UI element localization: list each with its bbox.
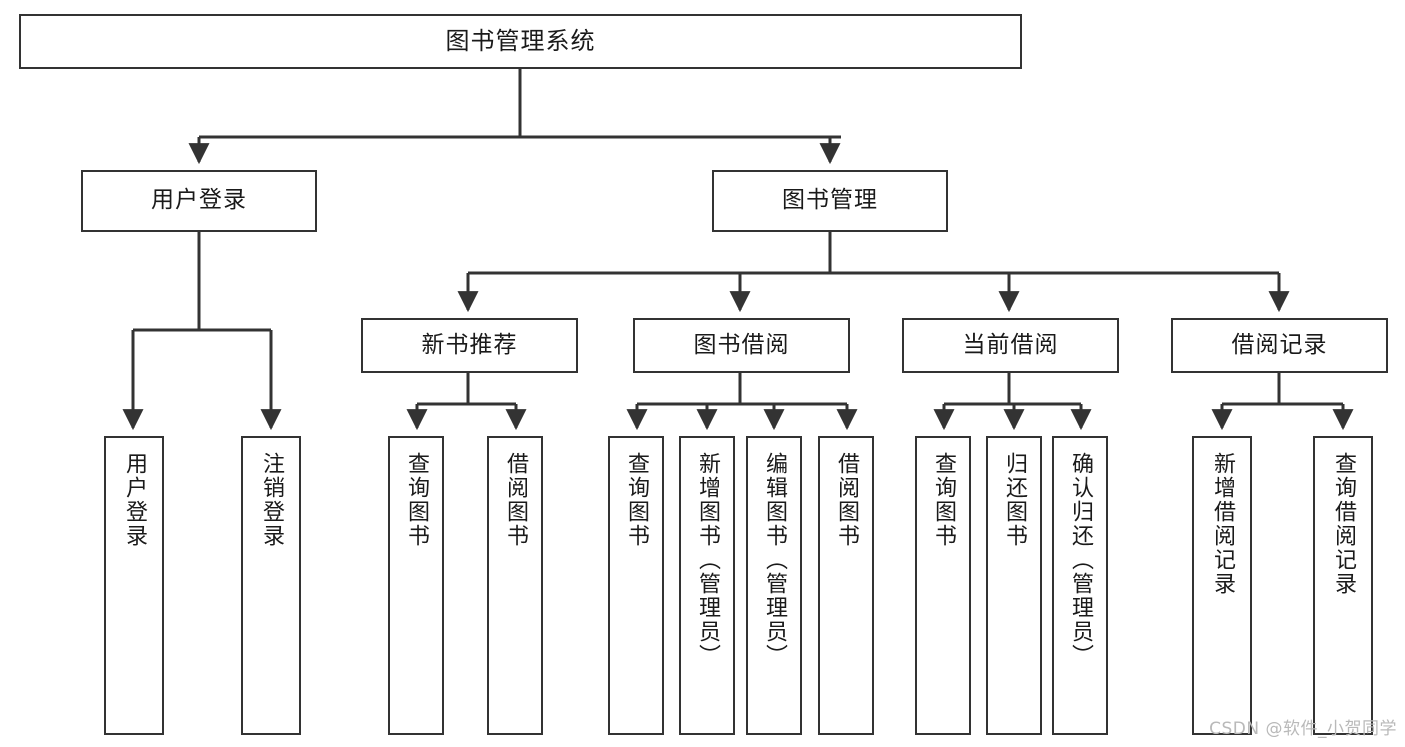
node-borrow-record[interactable]: 借阅记录 (1171, 318, 1388, 373)
node-new-book-recommend[interactable]: 新书推荐 (361, 318, 578, 373)
node-borrow-record-label: 借阅记录 (1231, 331, 1328, 358)
node-leaf-borrow-book-1-label: 借阅图书 (502, 452, 528, 548)
node-new-book-recommend-label: 新书推荐 (421, 331, 518, 358)
node-root-label: 图书管理系统 (445, 27, 596, 56)
node-book-manage[interactable]: 图书管理 (712, 170, 948, 232)
node-user-login-label: 用户登录 (151, 187, 247, 214)
node-book-borrow-label: 图书借阅 (693, 331, 790, 358)
node-leaf-query-book-2-label: 查询图书 (623, 452, 649, 548)
node-leaf-borrow-book-2[interactable]: 借阅图书 (818, 436, 874, 735)
node-leaf-add-borrow-record[interactable]: 新增借阅记录 (1192, 436, 1252, 735)
watermark: CSDN @软件_小贺同学 (1209, 719, 1397, 739)
node-leaf-return-book-label: 归还图书 (1001, 452, 1027, 548)
node-current-borrow-label: 当前借阅 (962, 331, 1059, 358)
node-leaf-query-book-1[interactable]: 查询图书 (388, 436, 444, 735)
node-leaf-add-book[interactable]: 新增图书（管理员） (679, 436, 735, 735)
node-leaf-borrow-book-2-label: 借阅图书 (833, 452, 859, 548)
node-leaf-logout-login[interactable]: 注销登录 (241, 436, 301, 735)
node-leaf-query-borrow-record[interactable]: 查询借阅记录 (1313, 436, 1373, 735)
node-leaf-confirm-return[interactable]: 确认归还（管理员） (1052, 436, 1108, 735)
node-leaf-confirm-return-label: 确认归还（管理员） (1067, 452, 1093, 668)
node-leaf-query-book-3[interactable]: 查询图书 (915, 436, 971, 735)
node-leaf-borrow-book-1[interactable]: 借阅图书 (487, 436, 543, 735)
node-leaf-return-book[interactable]: 归还图书 (986, 436, 1042, 735)
node-leaf-add-book-label: 新增图书（管理员） (694, 452, 720, 668)
node-book-manage-label: 图书管理 (782, 187, 878, 214)
node-leaf-edit-book[interactable]: 编辑图书（管理员） (746, 436, 802, 735)
node-leaf-query-borrow-record-label: 查询借阅记录 (1330, 452, 1356, 596)
node-leaf-user-login[interactable]: 用户登录 (104, 436, 164, 735)
node-leaf-query-book-3-label: 查询图书 (930, 452, 956, 548)
node-root[interactable]: 图书管理系统 (19, 14, 1022, 69)
node-leaf-logout-login-label: 注销登录 (258, 452, 284, 548)
node-user-login[interactable]: 用户登录 (81, 170, 317, 232)
node-leaf-edit-book-label: 编辑图书（管理员） (761, 452, 787, 668)
node-leaf-add-borrow-record-label: 新增借阅记录 (1209, 452, 1235, 596)
node-leaf-query-book-2[interactable]: 查询图书 (608, 436, 664, 735)
node-leaf-user-login-label: 用户登录 (121, 452, 147, 548)
node-book-borrow[interactable]: 图书借阅 (633, 318, 850, 373)
node-leaf-query-book-1-label: 查询图书 (403, 452, 429, 548)
node-current-borrow[interactable]: 当前借阅 (902, 318, 1119, 373)
